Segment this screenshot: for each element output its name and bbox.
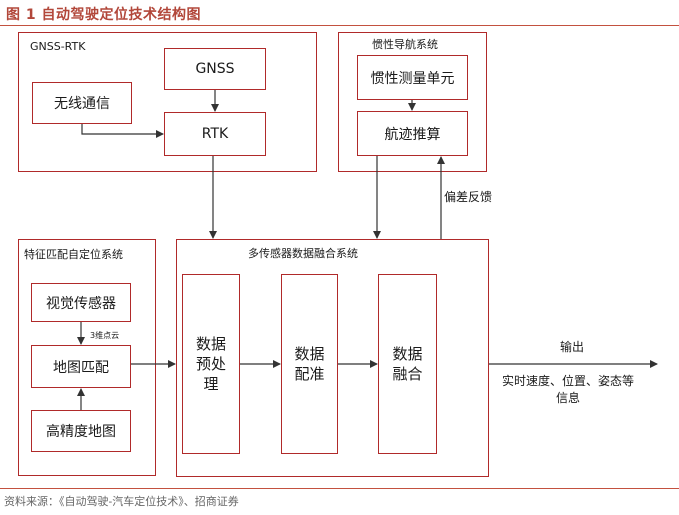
gnss-box: GNSS: [164, 48, 266, 90]
feedback-label: 偏差反馈: [444, 190, 493, 204]
gnss-rtk-label: GNSS-RTK: [30, 40, 86, 53]
inertial-label: 惯性导航系统: [372, 38, 438, 51]
hd-map-box: 高精度地图: [31, 410, 131, 452]
vision-box: 视觉传感器: [31, 283, 131, 322]
register-box: 数据 配准: [281, 274, 338, 454]
map-match-box: 地图匹配: [31, 345, 131, 388]
imu-box: 惯性测量单元: [357, 55, 468, 100]
title-rule: [0, 25, 679, 26]
edge-label-3d: 3维点云: [90, 331, 120, 340]
output-detail: 实时速度、位置、姿态等 信息: [502, 374, 635, 405]
arrow-wireless-to-rtk: [81, 124, 164, 138]
figure-title: 图 1 自动驾驶定位技术结构图: [6, 7, 201, 23]
feature-label: 特征匹配自定位系统: [24, 248, 123, 261]
footer-rule: [0, 488, 679, 489]
dead-reckoning-box: 航迹推算: [357, 111, 468, 156]
figure-source: 资料来源：《自动驾驶-汽车定位技术》、招商证券: [4, 495, 239, 508]
fusion-label: 多传感器数据融合系统: [248, 247, 358, 260]
rtk-box: RTK: [164, 112, 266, 156]
preprocess-box: 数据 预处 理: [182, 274, 240, 454]
wireless-box: 无线通信: [32, 82, 132, 124]
merge-box: 数据 融合: [378, 274, 437, 454]
output-label: 输出: [560, 340, 585, 354]
